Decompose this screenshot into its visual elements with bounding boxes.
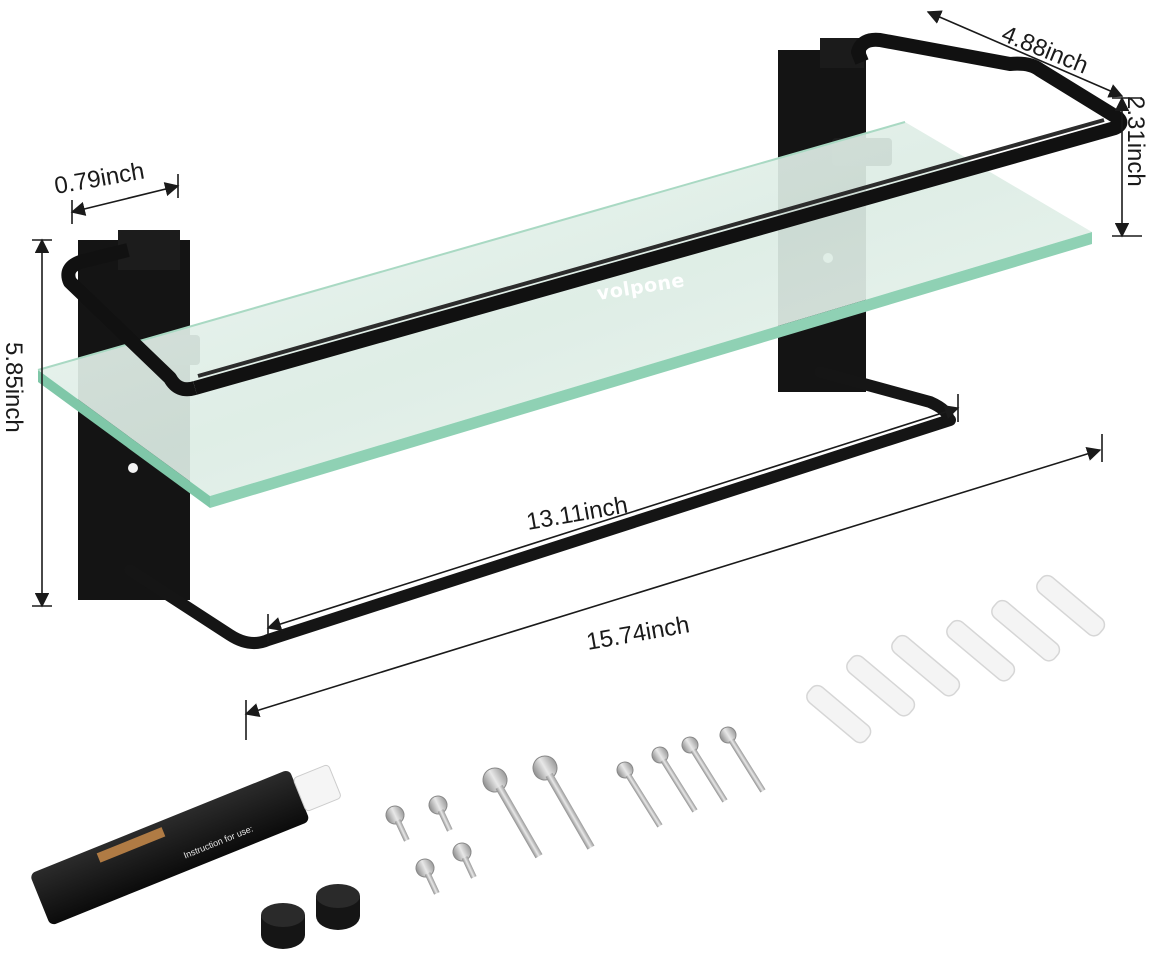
glue-tube: Instruction for use: bbox=[31, 764, 341, 925]
wall-anchors bbox=[806, 574, 1106, 744]
label-total-height: 5.85inch bbox=[0, 342, 27, 433]
small-screws bbox=[385, 795, 477, 895]
label-total-length: 15.74inch bbox=[584, 611, 691, 656]
dimension-lines bbox=[32, 10, 1142, 740]
long-screws bbox=[482, 726, 766, 859]
label-bracket-height: 2.31inch bbox=[1122, 96, 1149, 187]
label-bracket-width: 0.79inch bbox=[52, 158, 146, 200]
end-caps bbox=[261, 884, 360, 949]
